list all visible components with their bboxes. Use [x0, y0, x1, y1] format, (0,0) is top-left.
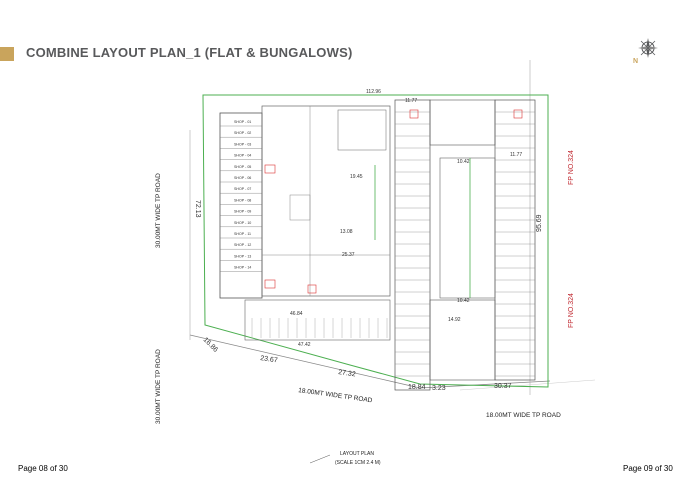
fp-label-lower: FP NO.324 — [568, 293, 575, 328]
site-boundary — [202, 94, 549, 388]
dim-bottom-3: 18.84 — [408, 384, 426, 391]
bungalow-column-2 — [494, 99, 536, 381]
road-edge-bottom — [189, 334, 421, 389]
combine-plot-a — [337, 109, 387, 151]
shop-label: SHOP - 02 — [234, 131, 251, 135]
shop-rows: SHOP - 01 SHOP - 02 SHOP - 03 SHOP - 04 SHOP… — [220, 120, 262, 272]
shop-block — [219, 112, 263, 299]
dim-inner-4: 10.42 — [457, 159, 470, 165]
bungalow-column-1 — [394, 99, 431, 391]
dim-inner-3: 25.37 — [342, 252, 355, 258]
dim-inner-7: 46.84 — [290, 311, 303, 317]
title-accent-bar — [0, 47, 14, 61]
shop-label: SHOP - 04 — [234, 154, 251, 158]
shop-label: SHOP - 05 — [234, 165, 251, 169]
dim-inner-5: 10.42 — [457, 298, 470, 304]
compass-north-label: N — [633, 58, 638, 65]
dim-inner-2: 13.08 — [340, 229, 353, 235]
fp-label-upper: FP NO.324 — [568, 150, 575, 185]
shop-label: SHOP - 09 — [234, 210, 251, 214]
shop-label: SHOP - 07 — [234, 187, 251, 191]
dim-inner-6: 14.92 — [448, 317, 461, 323]
dim-left-side: 72.13 — [194, 200, 201, 218]
central-block — [261, 105, 391, 297]
shop-label: SHOP - 12 — [234, 243, 251, 247]
dim-bottom-2: 27.32 — [338, 369, 356, 378]
shop-label: SHOP - 11 — [234, 232, 251, 236]
shop-label: SHOP - 10 — [234, 221, 251, 225]
dim-row-2: 11.77 — [510, 152, 522, 158]
page-title: COMBINE LAYOUT PLAN_1 (FLAT & BUNGALOWS) — [26, 45, 353, 60]
dim-inner-8: 47.42 — [298, 342, 311, 348]
bungalow-top-row — [429, 99, 496, 146]
combine-plot-b — [439, 157, 496, 299]
page-number-left: Page 08 of 30 — [18, 464, 68, 473]
caption-scale: (SCALE 1CM 2.4 M) — [335, 460, 381, 466]
road-label-left-upper: 30.00MT WIDE TP ROAD — [155, 173, 162, 248]
dim-bottom-1: 23.67 — [260, 355, 278, 364]
dim-bottom-4: 3.23 — [432, 385, 446, 392]
shop-label: SHOP - 01 — [234, 120, 251, 124]
dim-corner: 16.86 — [202, 336, 219, 353]
dim-row: 11.77 — [405, 98, 417, 104]
page-number-right: Page 09 of 30 — [623, 464, 673, 473]
dim-bottom-5: 30.37 — [494, 383, 512, 390]
shop-label: SHOP - 08 — [234, 198, 251, 202]
shop-label: SHOP - 14 — [234, 266, 251, 270]
road-label-bottom-right: 18.00MT WIDE TP ROAD — [486, 412, 561, 419]
dim-top: 112.96 — [366, 89, 381, 95]
dim-inner-1: 19.45 — [350, 174, 363, 180]
shop-label: SHOP - 03 — [234, 142, 251, 146]
road-label-left-lower: 30.00MT WIDE TP ROAD — [155, 349, 162, 424]
road-edge-bottom-right — [419, 380, 551, 389]
dim-right-side: 95.69 — [536, 214, 543, 232]
bungalow-bottom-row — [429, 299, 496, 381]
caption-title: LAYOUT PLAN — [340, 451, 374, 457]
shop-label: SHOP - 06 — [234, 176, 251, 180]
road-label-bottom-middle: 18.00MT WIDE TP ROAD — [298, 387, 373, 404]
shop-label: SHOP - 13 — [234, 254, 251, 258]
parking-area — [244, 299, 391, 341]
north-compass-icon: N — [633, 38, 658, 65]
